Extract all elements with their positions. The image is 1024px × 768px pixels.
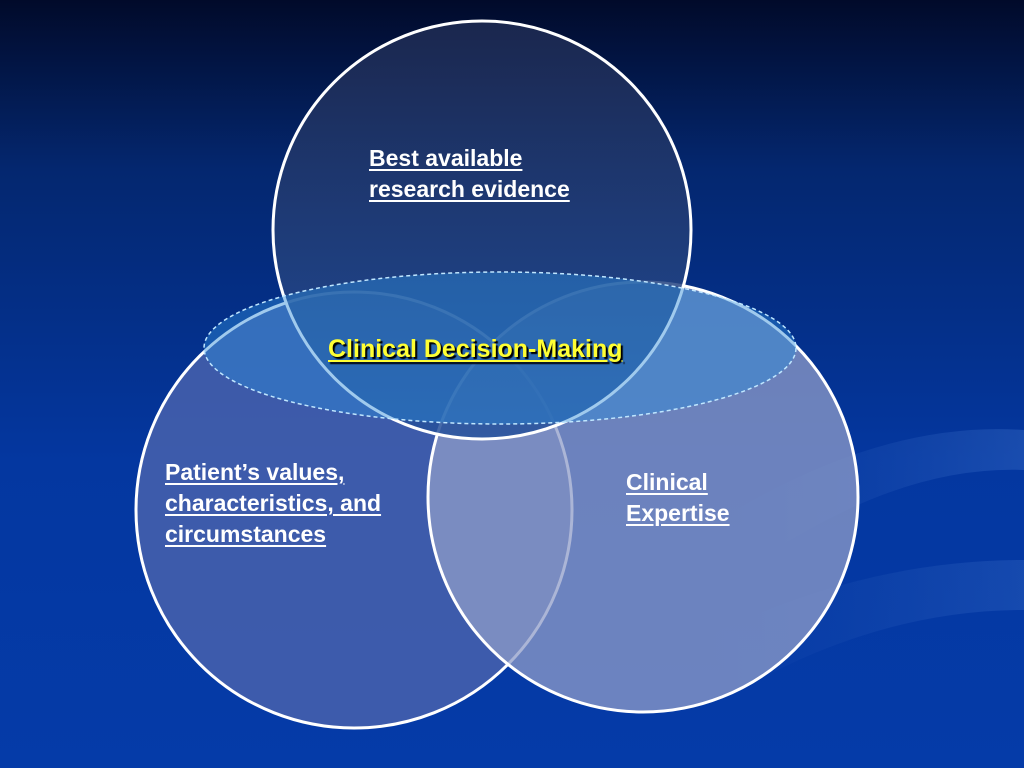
patient-label: Patient’s values, characteristics, and c… <box>165 457 381 550</box>
evidence-label: Best available research evidence <box>369 143 570 205</box>
center-label-text: Clinical Decision-Making <box>328 335 623 363</box>
evidence-label-line: research evidence <box>369 176 570 202</box>
expertise-label: Clinical Expertise <box>626 467 730 529</box>
expertise-label-line: Clinical <box>626 469 708 495</box>
decision-making-ellipse <box>203 271 797 425</box>
evidence-label-line: Best available <box>369 145 523 171</box>
patient-label-line: circumstances <box>165 521 327 547</box>
patient-label-line: characteristics, and <box>165 490 382 516</box>
center-label: Clinical Decision-Making <box>328 332 623 366</box>
evidence-circle <box>271 19 693 441</box>
patient-label-line: Patient’s values, <box>165 459 345 485</box>
expertise-label-line: Expertise <box>626 500 730 526</box>
